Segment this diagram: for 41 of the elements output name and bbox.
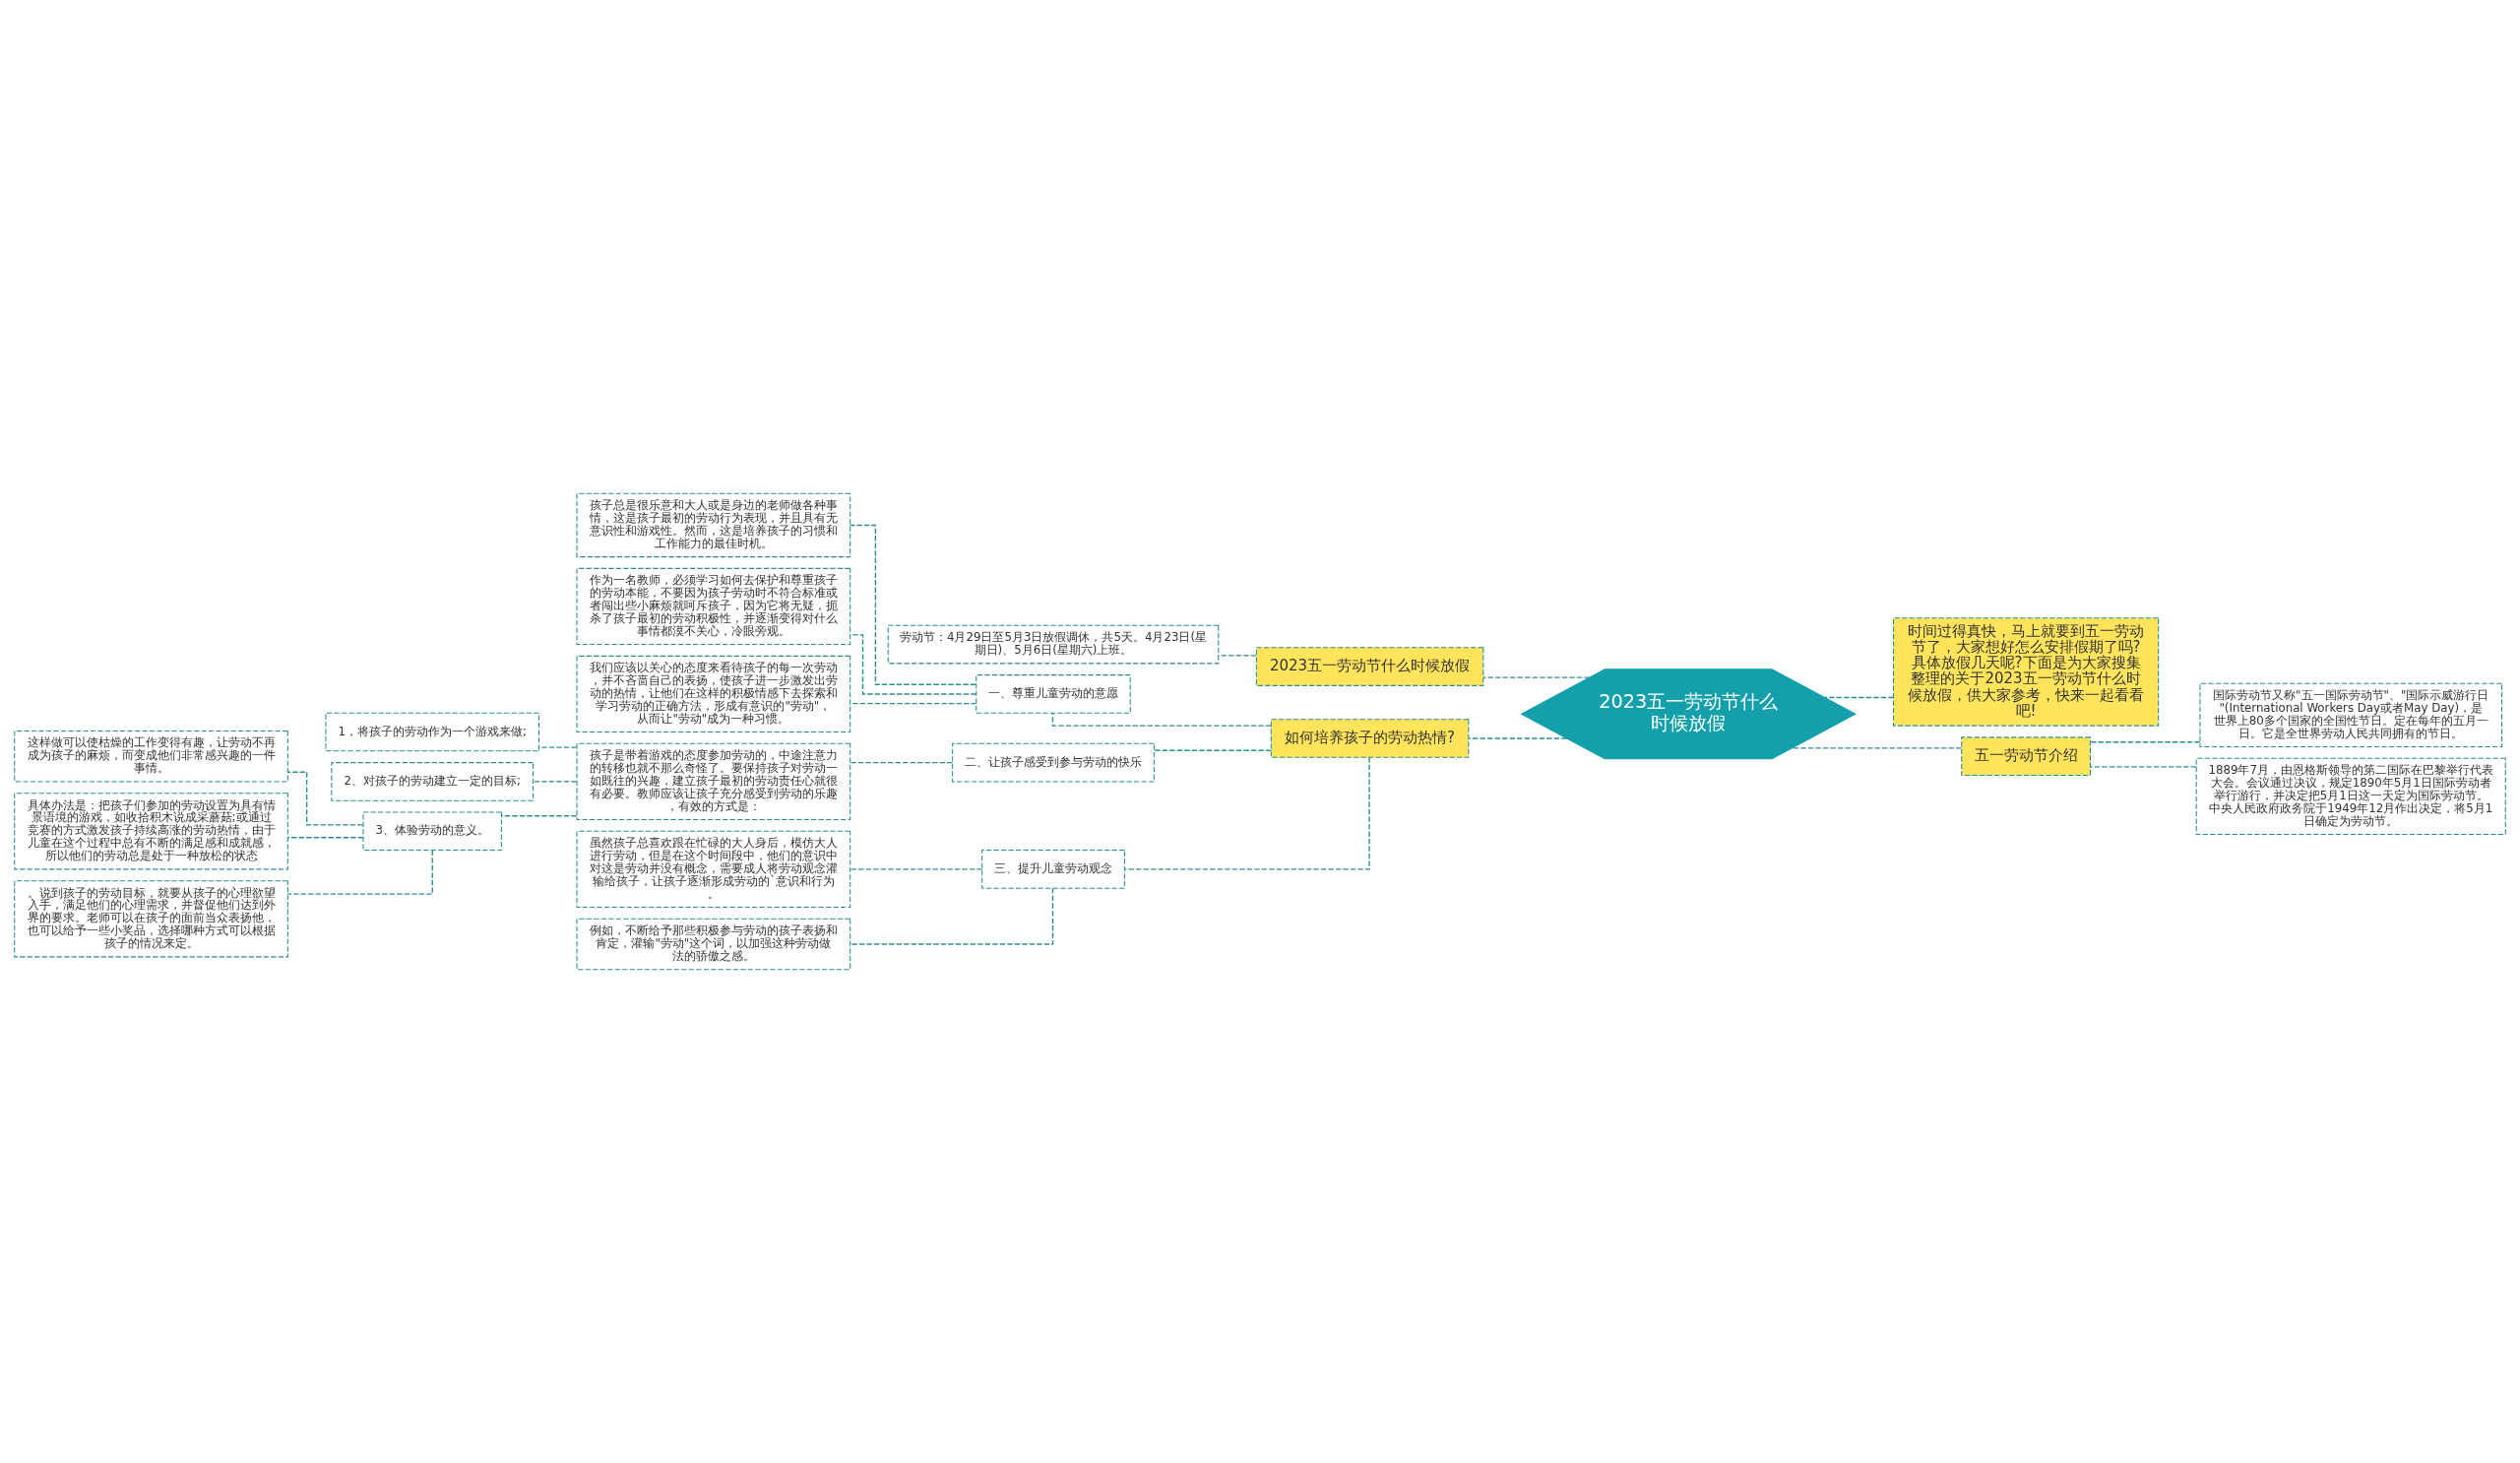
- node-box: 五一劳动节介绍: [1961, 736, 2091, 776]
- node-box: 1889年7月，由恩格斯领导的第二国际在巴黎举行代表大会。会议通过决议，规定1890年5月1日国际劳动者举行游行，并决定把5月1日这一天定为国际劳动节。中央人民政府政务院于1949年12月作出决定，将5月1日确定为劳动节。: [2195, 757, 2506, 836]
- connector: [1482, 676, 1591, 678]
- node-box: 3、体验劳动的意义。: [362, 811, 502, 852]
- connector: [538, 746, 578, 748]
- node-box: 国际劳动节又称"五一国际劳动节"、"国际示威游行日"(International Workers Day或者May Day)，是世界上80多个国家的全国性节日。定在每年的五月一日。它是全世界劳动人民共同拥有的节日。: [2199, 682, 2503, 748]
- connector: [501, 815, 578, 817]
- connector: [2089, 766, 2197, 768]
- connector: [1153, 749, 1272, 751]
- node-box: 如何培养孩子的劳动热情?: [1270, 719, 1470, 758]
- node-box: 三、提升儿童劳动观念: [981, 850, 1125, 889]
- node-box: 2023五一劳动节什么时候放假: [1255, 647, 1484, 686]
- node-box: 虽然孩子总喜欢跟在忙碌的大人身后，模仿大人进行劳动，但是在这个时间段中，他们的意识中对这是劳动并没有概念，需要成人将劳动观念灌输给孩子，让孩子逐渐形成劳动的`意识和行为。: [576, 830, 851, 908]
- node-box: 例如，不断给予那些积极参与劳动的孩子表扬和肯定，灌输"劳动"这个词，以加强这种劳动做法的骄傲之感。: [576, 918, 851, 971]
- node-box: 孩子是带着游戏的态度参加劳动的，中途注意力的转移也就不那么奇怪了。要保持孩子对劳动一如既往的兴趣，建立孩子最初的劳动责任心就很有必要。教师应该让孩子充分感受到劳动的乐趣，有效的方式是：: [576, 742, 851, 821]
- connector: [850, 887, 1054, 945]
- node-box: 时间过得真快，马上就要到五一劳动节了，大家想好怎么安排假期了吗?具体放假几天呢?下面是为大家搜集整理的关于2023五一劳动节什么时候放假，供大家参考，快来一起看看吧!: [1893, 617, 2160, 727]
- connector: [850, 702, 977, 705]
- node-box: 二、让孩子感受到参与劳动的快乐: [952, 742, 1155, 783]
- connector: [1051, 712, 1272, 727]
- connector: [1823, 696, 1895, 699]
- connector: [850, 868, 983, 870]
- node-box: 。说到孩子的劳动目标，就要从孩子的心理欲望入手，满足他们的心理需求，并督促他们达到外界的要求。老师可以在孩子的面前当众表扬他，也可以给予一些小奖品，选择哪种方式可以根据孩子的情况来定。: [14, 880, 288, 958]
- node-box: 1，将孩子的劳动作为一个游戏来做;: [325, 712, 539, 752]
- node-box: 孩子总是很乐意和大人或是身边的老师做各种事情，这是孩子最初的劳动行为表现，并且具有无意识性和游戏性。然而，这是培养孩子的习惯和工作能力的最佳时机。: [576, 492, 851, 558]
- connector: [1123, 756, 1370, 870]
- node-box: 这样做可以使枯燥的工作变得有趣，让劳动不再成为孩子的麻烦，而变成他们非常感兴趣的一件事情。: [14, 730, 288, 783]
- connector: [850, 634, 977, 695]
- node-box: 劳动节：4月29日至5月3日放假调休，共5天。4月23日(星期日)、5月6日(星期六)上班。: [887, 624, 1220, 665]
- node-box: 一、尊重儿童劳动的意愿: [976, 674, 1131, 714]
- connector: [286, 837, 364, 839]
- connector: [850, 761, 954, 764]
- connector: [532, 781, 578, 783]
- node-box: 作为一名教师，必须学习如何去保护和尊重孩子的劳动本能，不要因为孩子劳动时不符合标准或者闯出些小麻烦就呵斥孩子，因为它将无疑，扼杀了孩子最初的劳动积极性，并逐渐变得对什么事情都漠不关心，冷眼旁观。: [576, 567, 851, 646]
- connector: [1791, 747, 1963, 749]
- connector: [286, 850, 433, 895]
- node-box: 我们应该以关心的态度来看待孩子的每一次劳动，并不吝啬自己的表扬，使孩子进一步激发出劳动的热情，让他们在这样的积极情感下去探索和学习劳动的正确方法，形成有意识的"劳动"，从而让"劳动"成为一种习惯。: [576, 655, 851, 733]
- connector: [2090, 741, 2201, 743]
- node-box: 2、对孩子的劳动建立一定的目标;: [331, 762, 535, 801]
- node-box: 具体办法是：把孩子们参加的劳动设置为具有情景语境的游戏，如收拾积木说成采蘑菇;或通过竞赛的方式激发孩子持续高涨的劳动热情，由于儿童在这个过程中总有不断的满足感和成就感，所以他们的劳动总是处于一种放松的状态: [14, 793, 288, 870]
- connector: [1468, 737, 1568, 739]
